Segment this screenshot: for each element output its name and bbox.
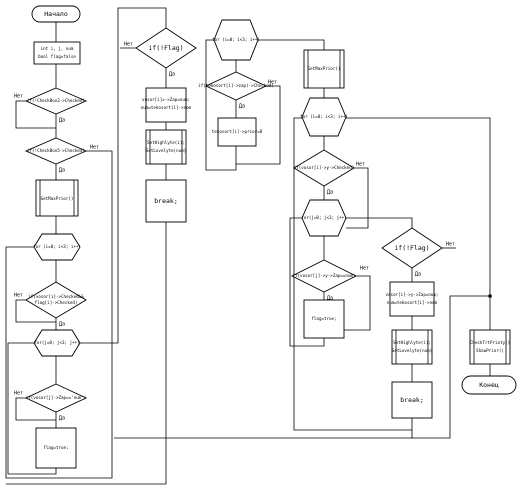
- set-flag-block: [35, 427, 77, 469]
- col4-cond-zap-decision: [290, 259, 358, 293]
- loop-j-hexagon: [33, 329, 81, 357]
- col3-loop-i-text: for (i=0; i<3; i++): [212, 37, 260, 42]
- break-text: break;: [154, 197, 177, 205]
- loop-j-text: for(j=0; j<3; j++): [34, 340, 79, 345]
- cond-flag-no: Нет: [124, 42, 133, 48]
- connectors: [5, 7, 492, 485]
- set-flag-text: flag=true;: [43, 445, 68, 450]
- col4-set-highlight-line-1: SetHighlyte(i);: [393, 340, 431, 345]
- cond-zap-no: Нет: [14, 391, 23, 397]
- col4-cond-flag-text: if(!Flag): [394, 244, 429, 252]
- cond-checkbox5-yes: Да: [59, 168, 65, 174]
- end-terminator: [461, 375, 517, 395]
- cond-checkbox5-decision: [24, 137, 88, 165]
- start-terminator: [31, 5, 81, 23]
- cond-checkbox2-yes: Да: [59, 118, 65, 124]
- col4-assign-line-1: vosor[i]->y->Zap=num;: [386, 292, 439, 297]
- cond-task-line-1: if(vosor[i]->Checked&&: [28, 294, 84, 299]
- cond-flag-yes: Да: [169, 72, 175, 78]
- col4-cond-vosor-decision: [293, 149, 355, 187]
- check-prior-process: [469, 329, 511, 365]
- col4-set-flag-block: [303, 299, 345, 339]
- cond-task-decision: [25, 281, 87, 319]
- col4-loop-i-hexagon: [301, 97, 347, 137]
- cond-flag-decision: [135, 27, 197, 69]
- cond-checkbox5-text: if(!CheckBox5->Checked): [27, 148, 85, 153]
- cond-checkbox2-text: if(!CheckBox2->Checked): [27, 98, 85, 103]
- cond-checkbox5-no: Нет: [90, 145, 99, 151]
- col4-break-text: break;: [400, 396, 423, 404]
- col4-set-flag-text: flag=true;: [311, 316, 336, 321]
- cond-task-yes: Да: [59, 322, 65, 328]
- cond-task-line-2: flag[i]->Checked): [35, 300, 78, 305]
- getmaxprior-text: GetMaxPrior(): [41, 196, 74, 201]
- cond-checkbox2-no: Нет: [14, 94, 23, 100]
- col4-cond-vosor-text: if(vosor[i]->y->Checked): [294, 165, 355, 170]
- cond-zap-decision: [24, 383, 88, 413]
- getmaxprior-process: [35, 179, 79, 217]
- set-highlight-line-1: SetHighlyte(i);: [147, 140, 185, 145]
- col4-cond-flag-no: Нет: [446, 242, 455, 248]
- col4-assign-line-2: num=tekosort[i]->nom: [387, 300, 438, 305]
- col4-cond-flag-decision: [381, 227, 443, 269]
- loop-i-hexagon: [33, 233, 81, 261]
- set-highlight-process: [145, 129, 187, 165]
- col3-assign-text: tekosort[i]->prior=0: [212, 129, 263, 134]
- cond-zap-yes: Да: [59, 416, 65, 422]
- check-prior-line-1: CheckTrtPrioty(): [470, 340, 510, 345]
- cond-task-no: Нет: [14, 293, 23, 299]
- col4-cond-flag-yes: Да: [415, 272, 421, 278]
- col4-cond-zap-text: if(vosor[j]->y->Zap==num): [292, 273, 355, 278]
- col4-break-block: [391, 381, 433, 419]
- check-prior-line-2: ShowPrior(): [476, 348, 504, 353]
- col4-loop-i-text: for (i=0; i<3; i++): [300, 114, 348, 119]
- col4-getmaxprior-text: GetMaxPrior(): [308, 66, 341, 71]
- col3-cond-check-no: Нет: [268, 80, 277, 86]
- set-highlight-line-2: SetLovelyte(num): [146, 148, 186, 153]
- col3-cond-check-decision: [204, 71, 268, 101]
- col3-cond-check-text: if(tekosort[i]->zap)->Checked): [198, 83, 274, 88]
- col4-loop-j-hexagon: [301, 199, 347, 237]
- col3-cond-check-yes: Да: [239, 104, 245, 110]
- assign-block: [145, 87, 187, 123]
- init-line-1: int i, j, num: [41, 46, 74, 51]
- col4-cond-zap-yes: Да: [327, 296, 333, 302]
- loop-i-text: for (i=0; i<3; i++): [33, 244, 81, 249]
- col3-assign-block: [217, 117, 257, 147]
- assign-line-2: num=tekosort[i]->nom: [141, 105, 192, 110]
- init-block: [33, 41, 81, 65]
- start-label: Начало: [44, 10, 68, 18]
- col4-cond-vosor-yes: Да: [327, 190, 333, 196]
- cond-checkbox2-decision: [24, 87, 88, 115]
- cond-flag-text: if(!Flag): [148, 44, 183, 52]
- assign-line-1: vosor[i]=->Zap=num;: [142, 97, 190, 102]
- end-label: Конец: [479, 381, 499, 389]
- col4-assign-block: [389, 281, 435, 317]
- col4-cond-vosor-no: Нет: [356, 162, 365, 168]
- col4-set-highlight-line-2: SetLovelyte(num): [392, 348, 432, 353]
- cond-zap-text: if(vosor[j]->Zap=='num'): [26, 395, 87, 400]
- init-line-2: bool flag=false: [38, 54, 76, 59]
- break-block: [145, 179, 187, 223]
- col4-cond-zap-no: Нет: [360, 266, 369, 272]
- col4-loop-j-text: for(j=0; j<3; j++): [301, 215, 346, 220]
- col4-set-highlight-process: [391, 329, 433, 365]
- col4-getmaxprior-process: [303, 49, 345, 89]
- col3-loop-i-hexagon: [213, 19, 259, 61]
